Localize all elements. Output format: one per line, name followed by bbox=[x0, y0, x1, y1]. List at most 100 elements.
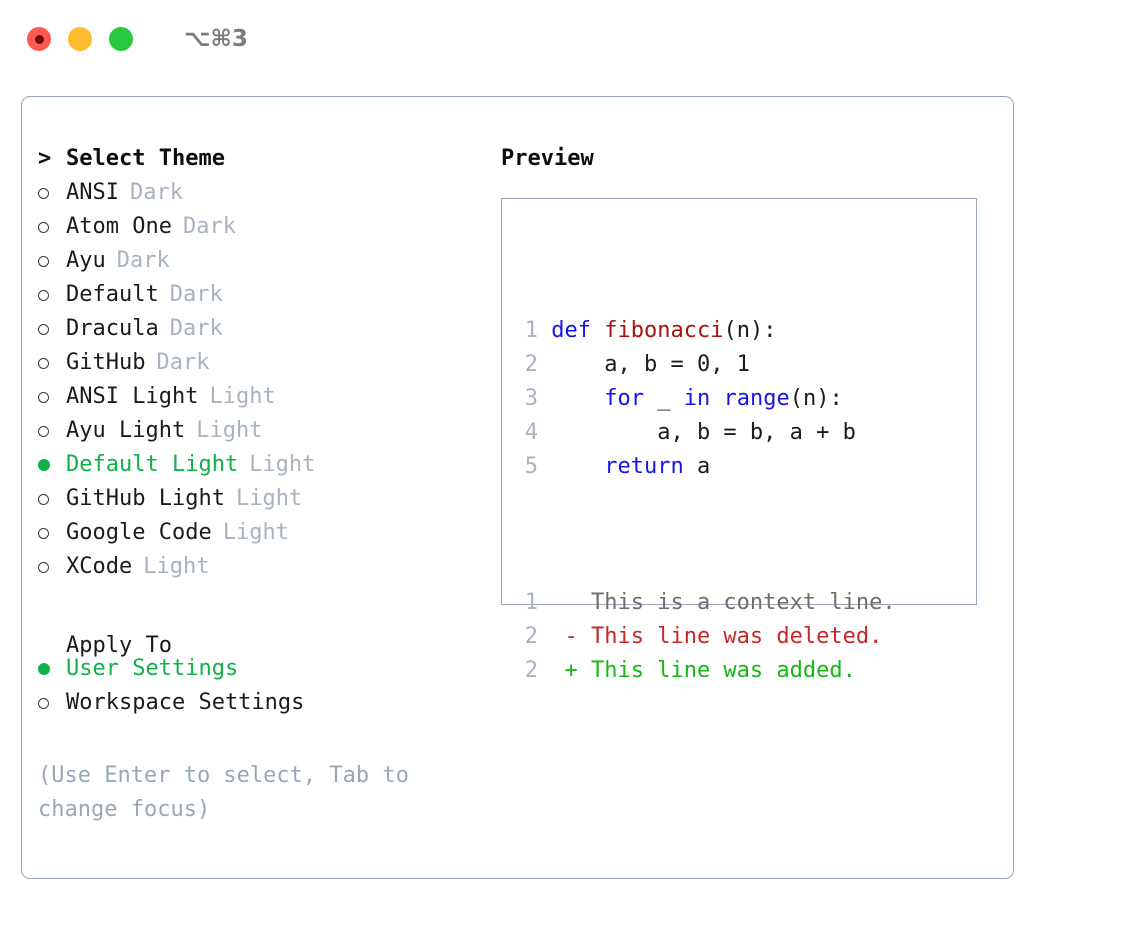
theme-list-item[interactable]: Ayu Dark bbox=[38, 244, 498, 278]
radio-unselected-icon bbox=[38, 211, 66, 245]
code-token: fibonacci bbox=[604, 318, 724, 343]
code-token: a, b = b, a + b bbox=[551, 420, 856, 445]
preview-column: Preview 1 def fibonacci(n):2 a, b = 0, 1… bbox=[501, 142, 991, 683]
apply-to-option-label: User Settings bbox=[66, 656, 239, 681]
theme-list-item[interactable]: ANSI Light Light bbox=[38, 380, 498, 414]
code-token: (n): bbox=[723, 318, 777, 343]
apply-to-option[interactable]: User Settings bbox=[38, 652, 498, 686]
theme-name-label: Ayu Light bbox=[66, 418, 186, 443]
theme-name-label: ANSI Light bbox=[66, 384, 199, 409]
code-token: return bbox=[604, 454, 684, 479]
theme-variant-tag: Light bbox=[196, 418, 263, 443]
theme-list-item[interactable]: Atom One Dark bbox=[38, 210, 498, 244]
code-line: 5 return a bbox=[516, 450, 896, 484]
radio-unselected-icon bbox=[38, 177, 66, 211]
theme-list-item[interactable]: Dracula Dark bbox=[38, 312, 498, 346]
theme-list-item[interactable]: Default Light Light bbox=[38, 448, 498, 482]
theme-name-label: Atom One bbox=[66, 214, 172, 239]
code-line-number: 5 bbox=[524, 454, 538, 479]
diff-line: 2 + This line was added. bbox=[516, 654, 896, 688]
code-token bbox=[551, 386, 604, 411]
code-line-number: 1 bbox=[524, 318, 538, 343]
code-token: in bbox=[683, 386, 711, 411]
caret-icon: > bbox=[38, 146, 52, 171]
theme-name-label: Dracula bbox=[66, 316, 159, 341]
diff-line-number: 1 bbox=[524, 590, 538, 615]
code-line: 2 a, b = 0, 1 bbox=[516, 348, 896, 382]
theme-name-label: XCode bbox=[66, 554, 133, 579]
radio-unselected-icon bbox=[38, 517, 66, 551]
select-theme-heading: > Select Theme bbox=[38, 142, 498, 176]
theme-list-item[interactable]: ANSI Dark bbox=[38, 176, 498, 210]
code-token: (n): bbox=[789, 386, 843, 411]
theme-list-item[interactable]: Ayu Light Light bbox=[38, 414, 498, 448]
radio-selected-icon bbox=[38, 448, 66, 482]
theme-variant-tag: Dark bbox=[116, 248, 170, 273]
diff-line-number: 2 bbox=[524, 624, 538, 649]
code-line-number: 2 bbox=[524, 352, 538, 377]
theme-variant-tag: Dark bbox=[182, 214, 236, 239]
theme-list-item[interactable]: XCode Light bbox=[38, 550, 498, 584]
code-token: def bbox=[551, 318, 605, 343]
code-token: _ bbox=[643, 386, 684, 411]
titlebar: ⌥⌘3 bbox=[0, 0, 1140, 78]
minimize-button[interactable] bbox=[68, 27, 92, 51]
radio-unselected-icon bbox=[38, 347, 66, 381]
select-theme-label: Select Theme bbox=[66, 146, 225, 171]
maximize-button[interactable] bbox=[109, 27, 133, 51]
radio-unselected-icon bbox=[38, 245, 66, 279]
theme-name-label: Default bbox=[66, 282, 159, 307]
code-token: for bbox=[604, 386, 644, 411]
diff-line-text: + This line was added. bbox=[538, 658, 856, 683]
theme-name-label: GitHub Light bbox=[66, 486, 225, 511]
theme-name-label: Default Light bbox=[66, 452, 239, 477]
theme-variant-tag: Dark bbox=[129, 180, 183, 205]
radio-unselected-icon bbox=[38, 551, 66, 585]
theme-variant-tag: Dark bbox=[169, 316, 223, 341]
radio-unselected-icon bbox=[38, 687, 66, 721]
radio-unselected-icon bbox=[38, 415, 66, 449]
theme-name-label: Ayu bbox=[66, 248, 106, 273]
code-token: a bbox=[683, 454, 711, 479]
apply-to-option-label: Workspace Settings bbox=[66, 690, 305, 715]
code-line-number: 3 bbox=[524, 386, 538, 411]
code-token bbox=[710, 386, 723, 411]
apply-to-heading: Apply To bbox=[38, 618, 498, 658]
theme-list-item[interactable]: GitHub Dark bbox=[38, 346, 498, 380]
theme-variant-tag: Light bbox=[143, 554, 210, 579]
diff-line: 1 This is a context line. bbox=[516, 586, 896, 620]
code-line-number: 4 bbox=[524, 420, 538, 445]
diff-line: 2 - This line was deleted. bbox=[516, 620, 896, 654]
theme-name-label: ANSI bbox=[66, 180, 119, 205]
diff-line-text: This is a context line. bbox=[538, 590, 896, 615]
radio-unselected-icon bbox=[38, 313, 66, 347]
apply-to-option[interactable]: Workspace Settings bbox=[38, 686, 498, 720]
radio-unselected-icon bbox=[38, 381, 66, 415]
window-controls bbox=[27, 27, 133, 51]
apply-to-marker-placeholder bbox=[38, 618, 66, 652]
theme-variant-tag: Dark bbox=[156, 350, 210, 375]
preview-title: Preview bbox=[501, 146, 594, 171]
theme-name-label: GitHub bbox=[66, 350, 146, 375]
code-token: a, b = 0, 1 bbox=[551, 352, 750, 377]
radio-unselected-icon bbox=[38, 279, 66, 313]
theme-variant-tag: Light bbox=[209, 384, 276, 409]
code-token bbox=[551, 454, 604, 479]
close-button[interactable] bbox=[27, 27, 51, 51]
code-token: range bbox=[723, 386, 790, 411]
theme-variant-tag: Light bbox=[249, 452, 316, 477]
code-line: 3 for _ in range(n): bbox=[516, 382, 896, 416]
theme-name-label: Google Code bbox=[66, 520, 212, 545]
list-spacer bbox=[38, 584, 498, 618]
